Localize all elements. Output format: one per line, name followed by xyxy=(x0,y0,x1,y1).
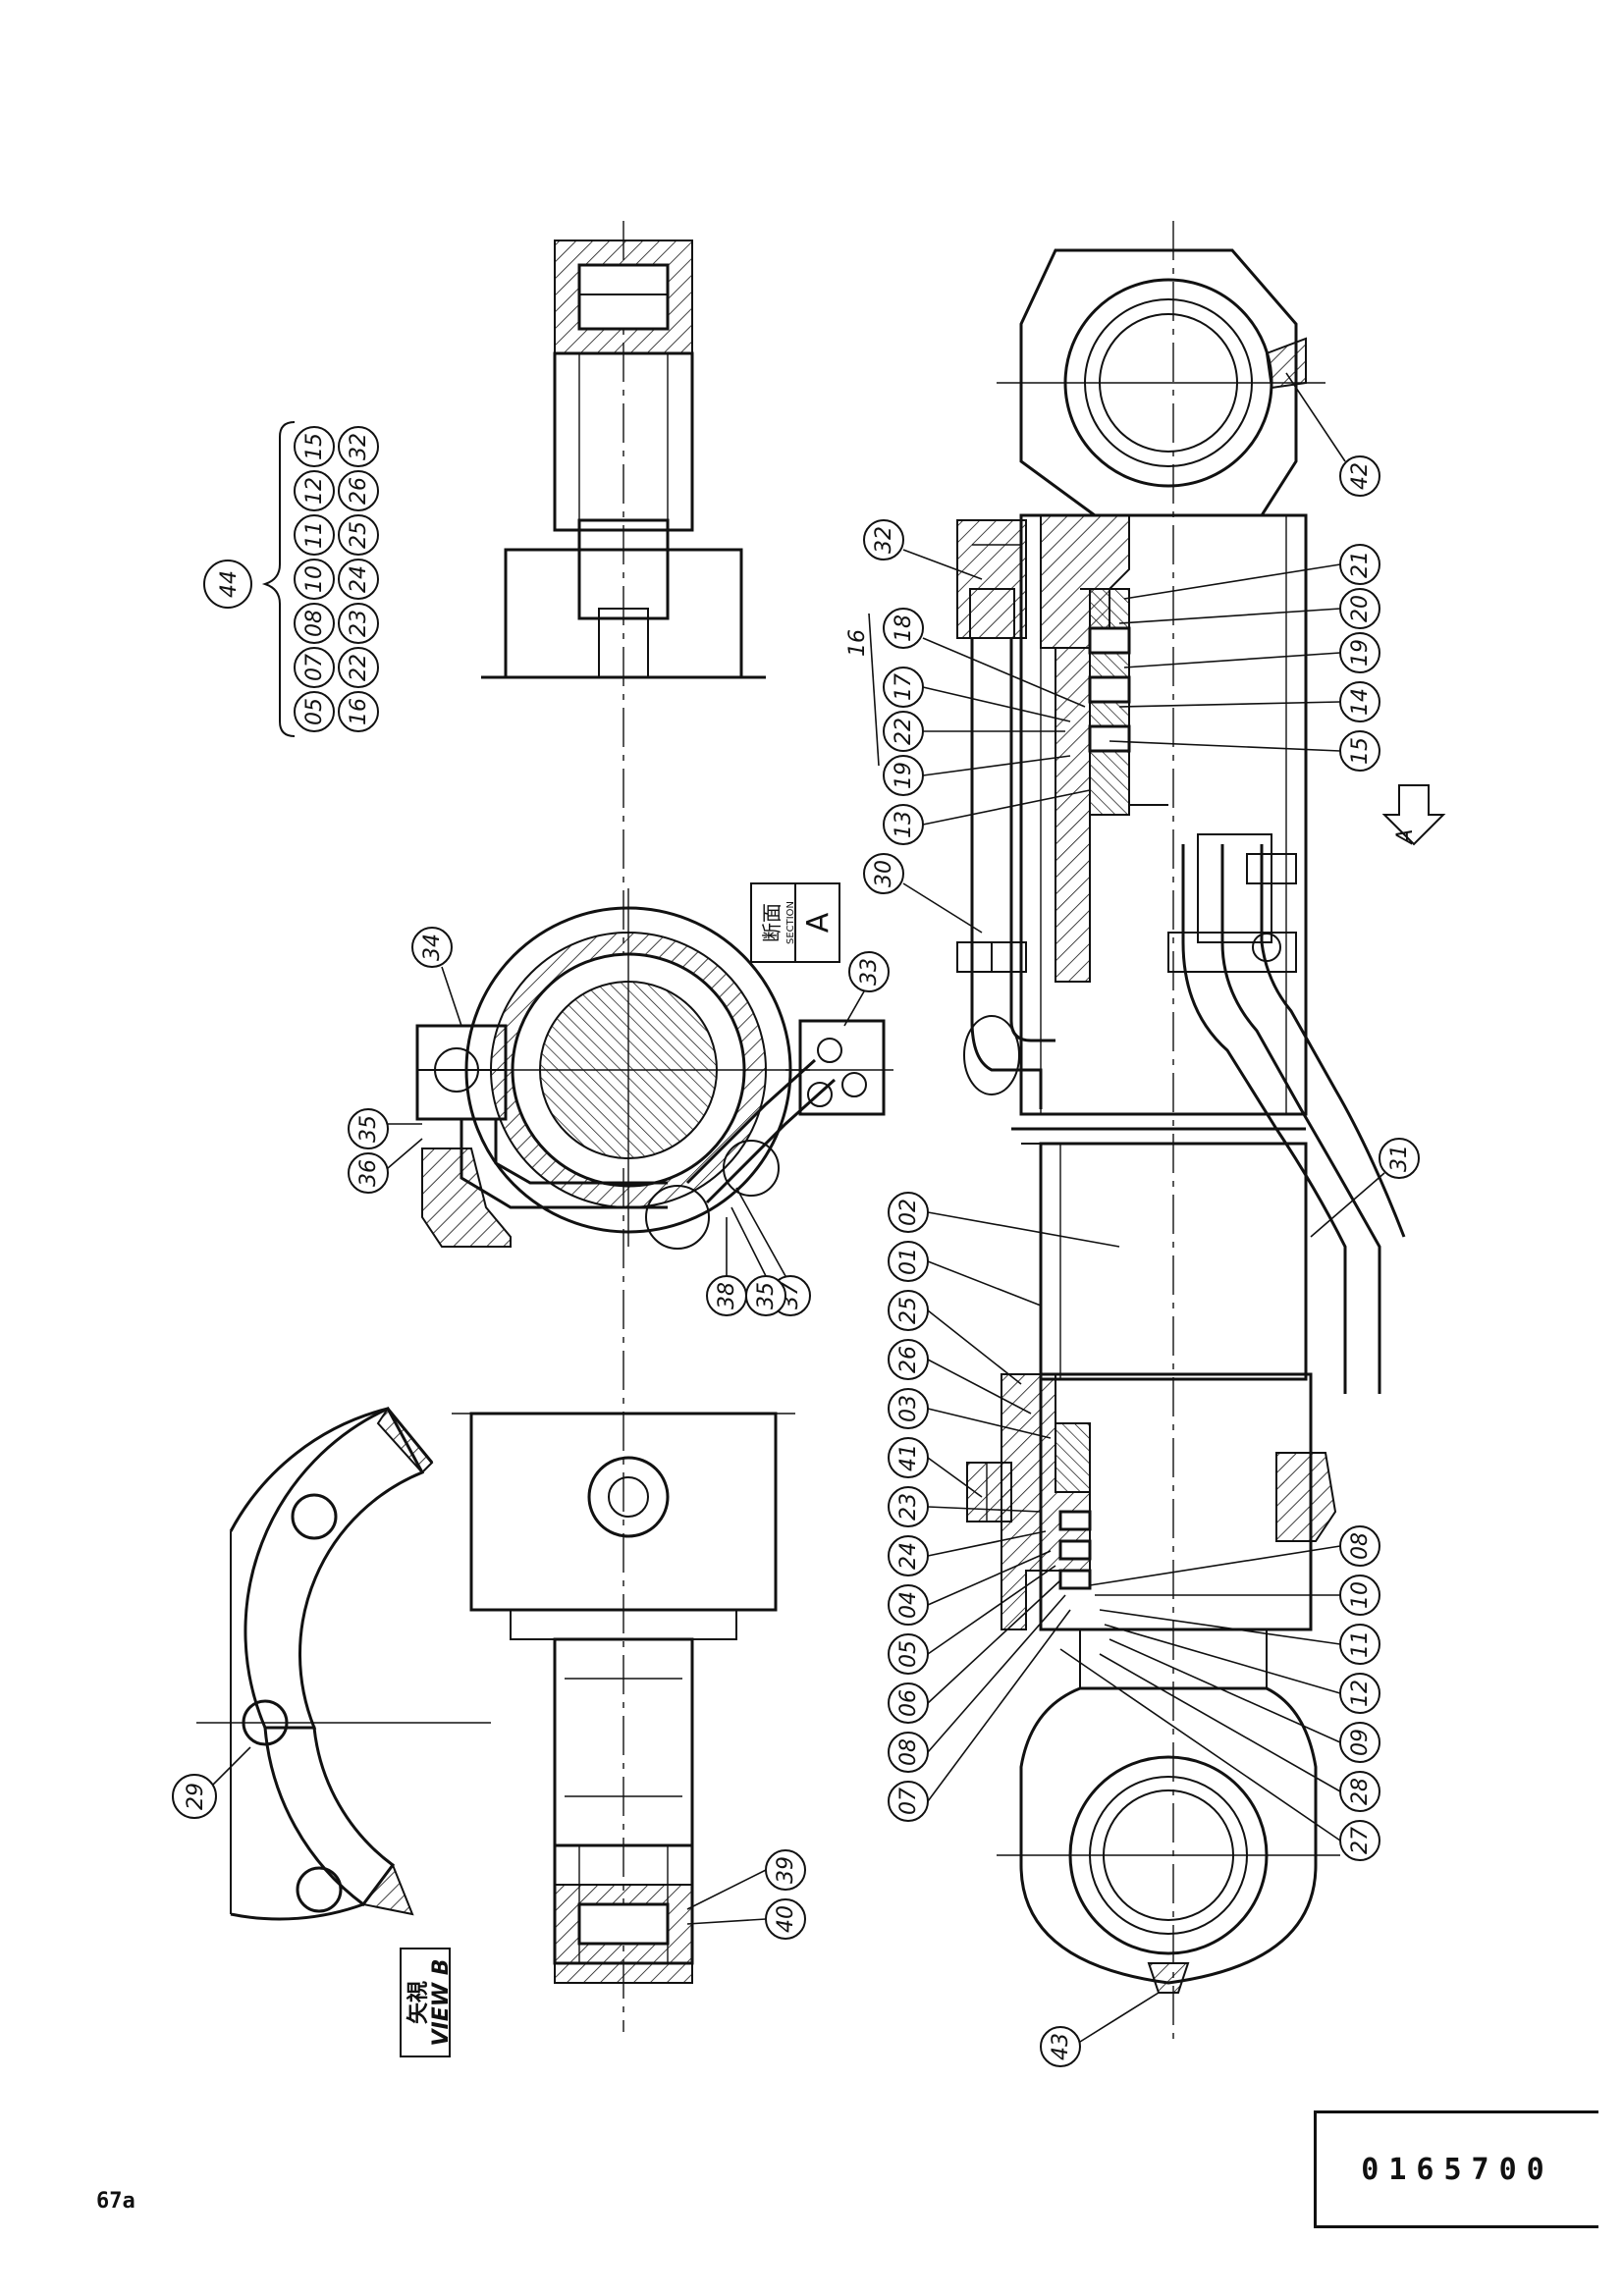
kit-item: 25 xyxy=(347,521,371,549)
callout-32: 32 xyxy=(872,526,896,554)
drawing-number-box: 0165700 xyxy=(1314,2110,1598,2228)
kit-item: 26 xyxy=(347,477,371,505)
callout-39: 39 xyxy=(774,1856,798,1884)
callout-13: 13 xyxy=(892,811,916,838)
kit-item: 23 xyxy=(347,610,371,637)
kit-item: 15 xyxy=(302,433,327,460)
section-label-jp: 断面 xyxy=(760,903,784,942)
drawing-number: 0165700 xyxy=(1361,2152,1554,2187)
callout-40: 40 xyxy=(774,1905,798,1933)
callout-08b: 08 xyxy=(1348,1532,1373,1560)
callout-41: 41 xyxy=(896,1444,921,1471)
callout-35b: 35 xyxy=(754,1282,779,1309)
callout-24: 24 xyxy=(896,1542,921,1570)
group-16-label: 16 xyxy=(845,629,870,657)
kit-item: 22 xyxy=(347,654,371,681)
view-label-en: VIEW B xyxy=(429,1959,454,2047)
section-label-en: SECTION xyxy=(785,901,796,944)
callout-02: 02 xyxy=(896,1199,921,1226)
callout-31: 31 xyxy=(1387,1145,1412,1172)
callout-23: 23 xyxy=(896,1493,921,1521)
callout-42: 42 xyxy=(1348,462,1373,490)
callout-12: 12 xyxy=(1348,1680,1373,1707)
callout-30: 30 xyxy=(872,860,896,887)
callout-26: 26 xyxy=(896,1346,921,1373)
kit-item: 05 xyxy=(302,698,327,725)
callouts-section-a: 34 33 35 36 37 35 38 xyxy=(348,927,890,1316)
kit-item: 08 xyxy=(302,610,327,637)
kit-item: 11 xyxy=(302,521,327,549)
callout-19a: 19 xyxy=(892,762,916,789)
callout-15: 15 xyxy=(1348,737,1373,765)
callout-18: 18 xyxy=(892,614,916,642)
callout-38: 38 xyxy=(715,1282,739,1309)
view-b-detail xyxy=(196,1407,491,2057)
kit-brace xyxy=(261,421,296,737)
callout-36: 36 xyxy=(356,1159,381,1187)
callout-06: 06 xyxy=(896,1689,921,1717)
callout-05: 05 xyxy=(896,1640,921,1668)
callout-29: 29 xyxy=(184,1783,208,1810)
callout-04: 04 xyxy=(896,1591,921,1619)
callouts-main: 32 18 17 22 19 13 30 16 21 20 xyxy=(845,372,1420,1238)
section-a-view xyxy=(415,882,893,1250)
callout-10: 10 xyxy=(1348,1581,1373,1609)
kit-row-1: 05 07 08 10 11 12 15 xyxy=(294,426,335,732)
section-label-letter: A xyxy=(801,912,836,933)
callout-08a: 08 xyxy=(896,1738,921,1766)
kit-row-2: 16 22 23 24 25 26 32 xyxy=(338,426,379,732)
cylinder-main-view xyxy=(956,221,1446,2042)
callout-33: 33 xyxy=(857,958,882,986)
callout-07: 07 xyxy=(896,1788,921,1815)
bottom-rod-view xyxy=(452,1168,795,2032)
callouts-view-b: 29 39 40 xyxy=(172,1746,806,1940)
callout-11: 11 xyxy=(1348,1630,1373,1658)
kit-item: 24 xyxy=(347,565,371,593)
callouts-lower: 02 01 25 26 03 41 23 24 04 05 xyxy=(888,1192,1380,2067)
callout-22: 22 xyxy=(892,718,916,745)
kit-item: 16 xyxy=(347,698,371,725)
section-a-label: 断面 SECTION A xyxy=(760,901,836,944)
kit-callout: 44 05 07 08 10 11 12 15 16 22 23 24 xyxy=(203,426,379,732)
kit-item: 12 xyxy=(302,477,327,505)
callout-09: 09 xyxy=(1348,1729,1373,1756)
arrow-a-label: A xyxy=(1393,828,1418,845)
callout-19b: 19 xyxy=(1348,639,1373,667)
callout-01: 01 xyxy=(896,1248,921,1275)
kit-number: 44 xyxy=(217,570,242,598)
callout-03: 03 xyxy=(896,1395,921,1422)
callout-34: 34 xyxy=(420,934,445,961)
view-b-label: 矢視 VIEW B xyxy=(406,1959,454,2047)
callout-35a: 35 xyxy=(356,1115,381,1143)
callout-43: 43 xyxy=(1049,2033,1073,2060)
kit-item: 07 xyxy=(302,654,327,681)
kit-item: 10 xyxy=(302,565,327,593)
callout-21: 21 xyxy=(1348,551,1373,578)
top-section-view xyxy=(481,221,766,1031)
view-label-jp: 矢視 xyxy=(406,1981,431,2024)
callout-28: 28 xyxy=(1348,1778,1373,1805)
page-reference: 67a xyxy=(96,2189,135,2214)
callout-14: 14 xyxy=(1348,688,1373,716)
callout-20: 20 xyxy=(1348,595,1373,622)
callout-25: 25 xyxy=(896,1297,921,1324)
kit-item: 32 xyxy=(347,433,371,460)
callout-27: 27 xyxy=(1348,1827,1373,1854)
callout-17: 17 xyxy=(892,673,916,701)
